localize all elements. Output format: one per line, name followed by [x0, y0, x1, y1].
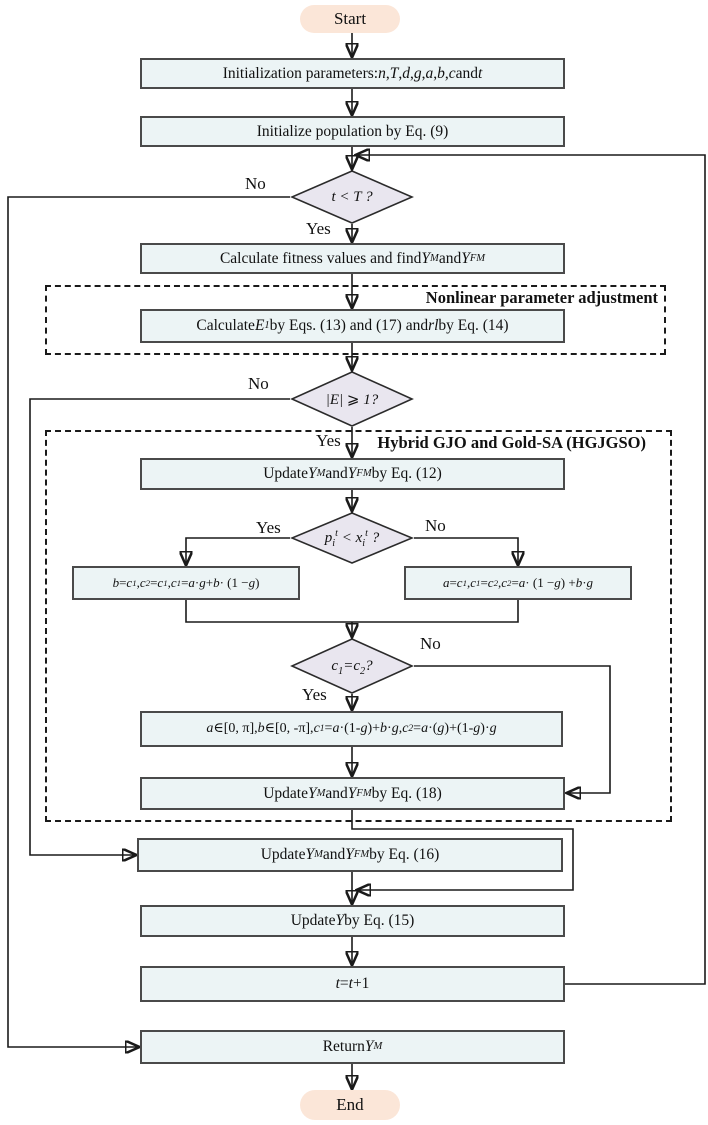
decision-p-lt-x: pit < xit ? — [290, 512, 414, 564]
branch-label-e-no: No — [248, 374, 269, 393]
branch-label-p-no: No — [425, 516, 446, 535]
decision-t-lt-T: t < T ? — [290, 170, 414, 224]
branch-label-c-no: No — [420, 634, 441, 653]
branch-label-e-yes: Yes — [316, 431, 341, 450]
decision-c-label: c1=c2? — [331, 657, 373, 677]
region-hybrid-hgjgso: Hybrid GJO and Gold-SA (HGJGSO) — [45, 430, 672, 822]
node-update-eq15: Update Y by Eq. (15) — [140, 905, 565, 937]
region-label-hybrid: Hybrid GJO and Gold-SA (HGJGSO) — [377, 433, 646, 452]
decision-t-label: t < T ? — [331, 188, 373, 205]
region-nonlinear-adjustment: Nonlinear parameter adjustment — [45, 285, 666, 355]
decision-e-label: |E| ⩾ 1? — [325, 391, 379, 408]
node-init-population: Initialize population by Eq. (9) — [140, 116, 565, 147]
decision-c1-eq-c2: c1=c2? — [290, 638, 414, 694]
branch-label-p-yes: Yes — [256, 518, 281, 537]
branch-label-t-yes: Yes — [306, 219, 331, 238]
node-start: Start — [300, 5, 400, 33]
node-init-params: Initialization parameters: n, T, d, g, a… — [140, 58, 565, 89]
branch-label-c-yes: Yes — [302, 685, 327, 704]
node-increment-t: t = t+1 — [140, 966, 565, 1002]
branch-label-t-no: No — [245, 174, 266, 193]
region-label-nonlinear: Nonlinear parameter adjustment — [425, 288, 658, 307]
decision-p-label: pit < xit ? — [324, 527, 380, 549]
node-end: End — [300, 1090, 400, 1120]
decision-abs-e: |E| ⩾ 1? — [290, 371, 414, 427]
